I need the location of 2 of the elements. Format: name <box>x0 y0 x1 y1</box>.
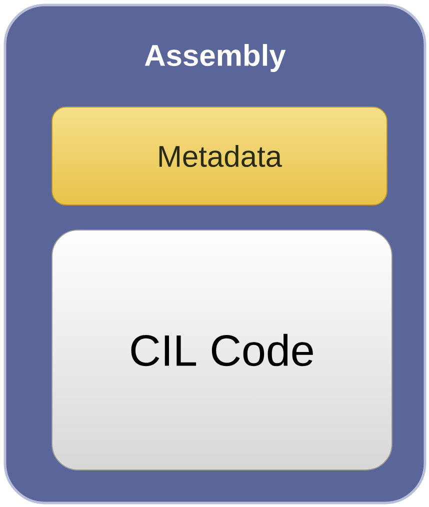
metadata-box: Metadata <box>52 106 388 206</box>
code-box: CIL Code <box>52 230 392 470</box>
